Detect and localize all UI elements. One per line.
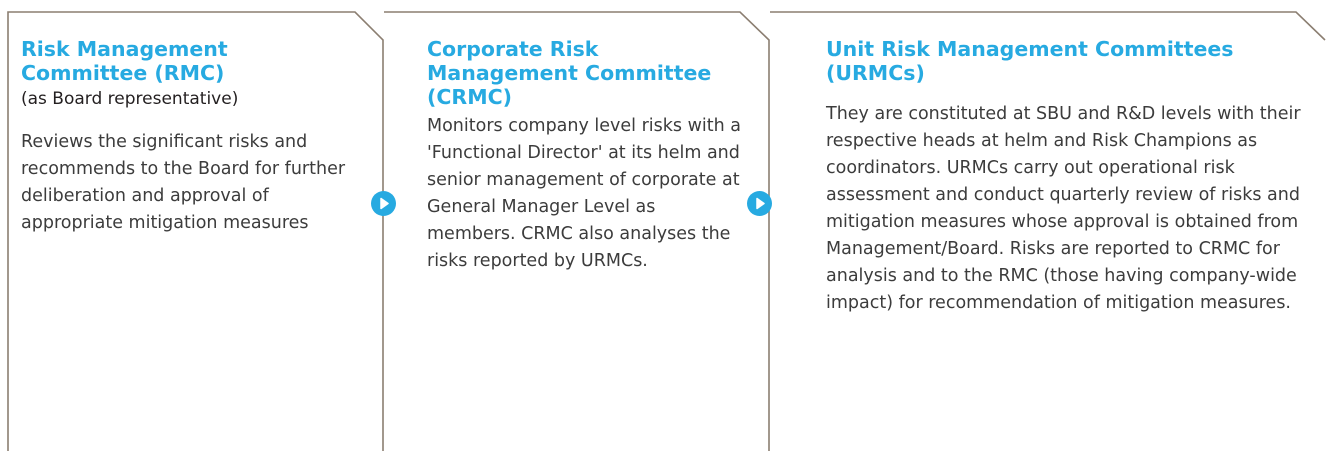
rmc-description: Reviews the significant risks and recomm… <box>21 132 346 233</box>
panel-1-outline <box>7 11 384 451</box>
panel-2-outline <box>384 11 770 451</box>
play-arrow-icon <box>747 191 772 216</box>
panel-3-outline <box>770 11 1326 41</box>
crmc-description: Monitors company level risks with a 'Fun… <box>427 116 742 271</box>
play-arrow-icon <box>371 191 396 216</box>
urmc-title: Unit Risk Management Committees (URMCs) <box>826 37 1234 85</box>
rmc-card: Risk Management Committee (RMC) (as Boar… <box>21 0 351 237</box>
rmc-subtitle: (as Board representative) <box>21 89 239 109</box>
crmc-title: Corporate Risk Management Committee (CRM… <box>427 37 712 109</box>
rmc-title: Risk Management Committee (RMC) <box>21 37 228 85</box>
urmc-card: Unit Risk Management Committees (URMCs) … <box>826 0 1306 317</box>
crmc-card: Corporate Risk Management Committee (CRM… <box>427 0 747 275</box>
urmc-description: They are constituted at SBU and R&D leve… <box>826 104 1301 313</box>
